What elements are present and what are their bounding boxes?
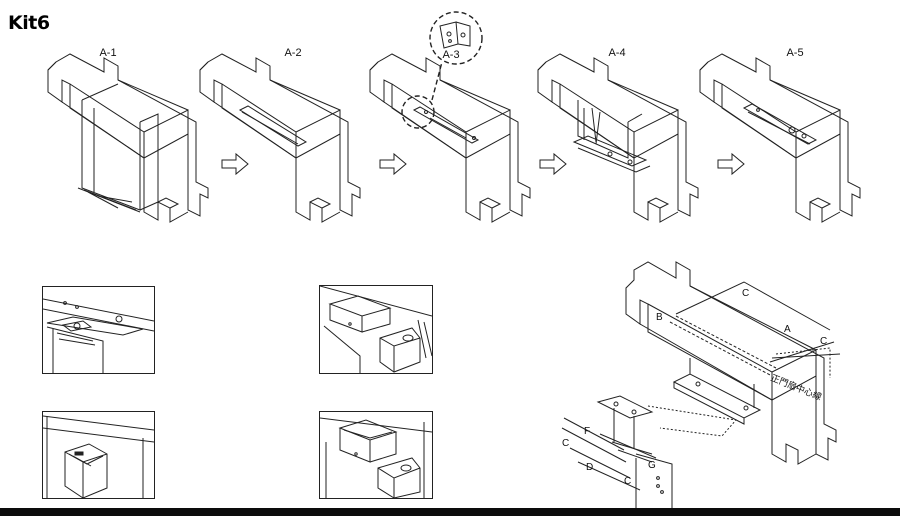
kit-title: Kit6 [8, 12, 50, 34]
step-a3-drawing [369, 11, 531, 223]
detail-top-middle [319, 285, 433, 374]
step-label-a2: A-2 [284, 47, 302, 59]
arrow-1 [221, 152, 249, 176]
dim-label-c-bottom: C [624, 476, 631, 487]
detail-top-left [42, 286, 155, 374]
arrow-4 [717, 152, 745, 176]
step-label-a5: A-5 [786, 47, 804, 59]
dim-label-c-left: C [562, 438, 569, 449]
step-label-a4: A-4 [608, 47, 626, 59]
step-label-a1: A-1 [99, 47, 117, 59]
step-a1-drawing [47, 53, 209, 223]
dim-label-c-top: C [742, 288, 749, 299]
dim-label-a: A [784, 324, 791, 335]
step-a2-drawing [199, 53, 361, 223]
step-a5-drawing [699, 53, 861, 223]
arrow-2 [379, 152, 407, 176]
dim-label-g: G [648, 460, 656, 471]
dim-label-d: D [586, 462, 593, 473]
detail-bottom-middle [319, 411, 433, 499]
dim-label-f: F [584, 426, 590, 437]
dim-label-b: B [656, 312, 663, 323]
detail-bottom-left [42, 411, 155, 499]
step-a4-drawing [537, 53, 699, 223]
arrow-3 [539, 152, 567, 176]
dimension-diagram: C B A C F C D G C 正門扇中心線 [561, 261, 841, 508]
dim-label-c-right: C [820, 336, 827, 347]
bottom-bar [0, 508, 900, 516]
step-label-a3: A-3 [442, 49, 460, 61]
steps-row [47, 11, 861, 223]
